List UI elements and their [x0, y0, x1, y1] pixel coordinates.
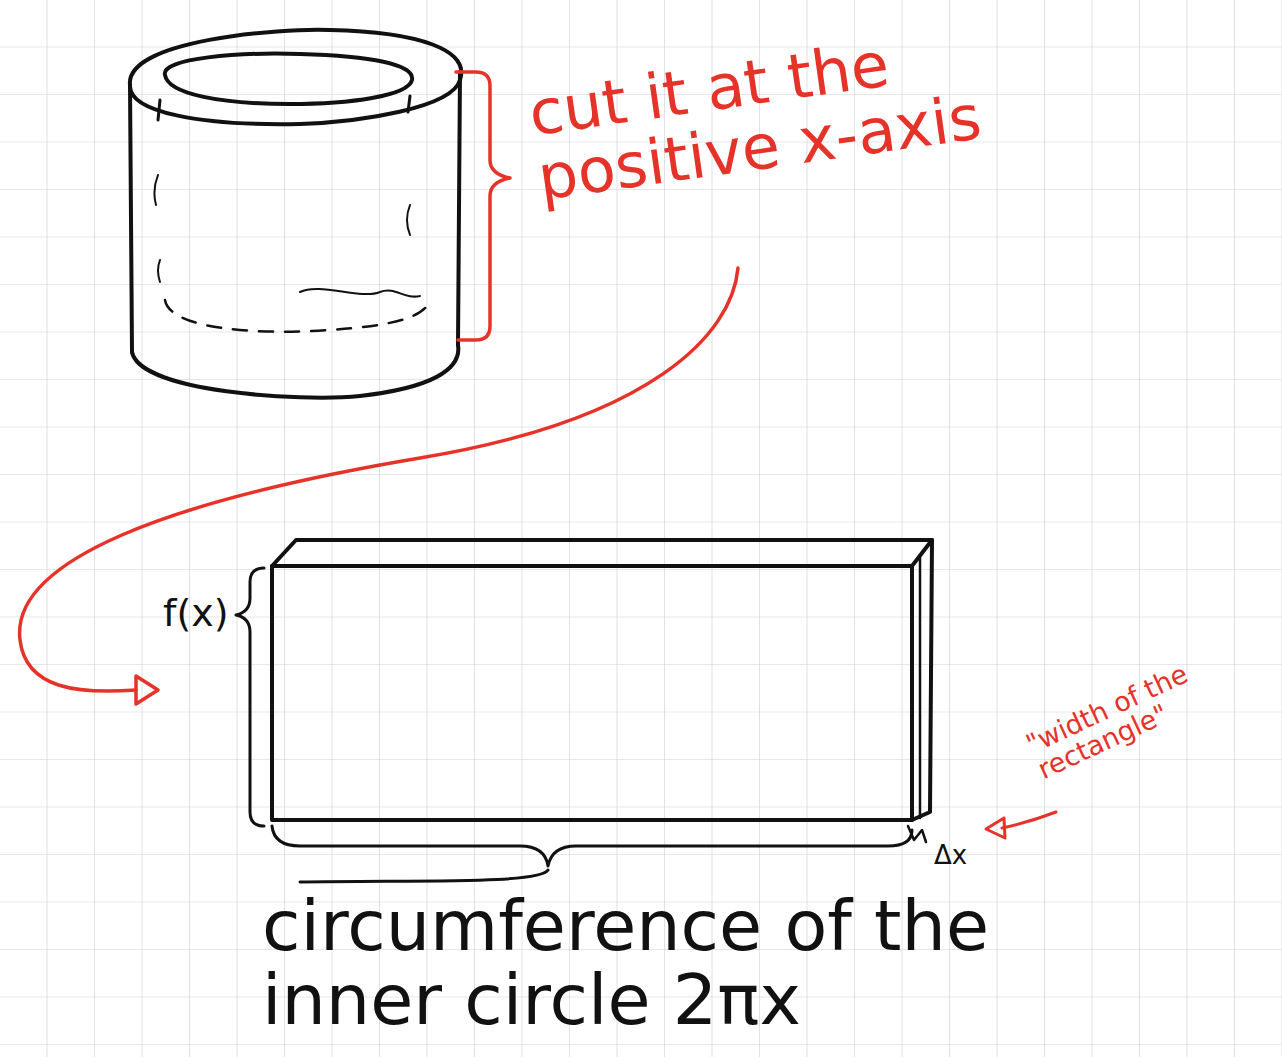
cut-leader-curve [20, 268, 738, 691]
inner-top-ellipse [165, 54, 412, 104]
cylinder-bottom-edge [132, 345, 458, 398]
height-label: f(x) [163, 594, 233, 634]
thickness-label: Δx [934, 842, 994, 869]
rectangle-thickness-line [919, 556, 922, 818]
cylinder-shell [130, 30, 461, 398]
rectangle-side-edge [912, 540, 932, 820]
width-leader-arrowhead [986, 818, 1005, 838]
unrolled-rectangle [272, 540, 932, 820]
hidden-inner-bottom [165, 300, 430, 332]
outer-top-ellipse [130, 30, 461, 124]
circumference-label: circumference of the inner circle 2πx [262, 890, 1162, 1037]
height-brace [236, 568, 264, 826]
width-leader-curve [1002, 812, 1056, 828]
cut-leader-arrowhead [136, 676, 158, 704]
hidden-inner-squiggle [300, 289, 420, 297]
rectangle-top-edge [272, 540, 932, 566]
width-brace [272, 826, 912, 866]
rectangle-face [272, 566, 912, 820]
cylinder-left-side [130, 85, 132, 352]
shell-thickness-marks [158, 96, 410, 120]
circumference-leader [300, 870, 548, 882]
cylinder-right-side [458, 72, 460, 345]
thickness-bracket [908, 826, 926, 842]
height-bracket [456, 72, 510, 340]
shading-marks [154, 175, 410, 282]
